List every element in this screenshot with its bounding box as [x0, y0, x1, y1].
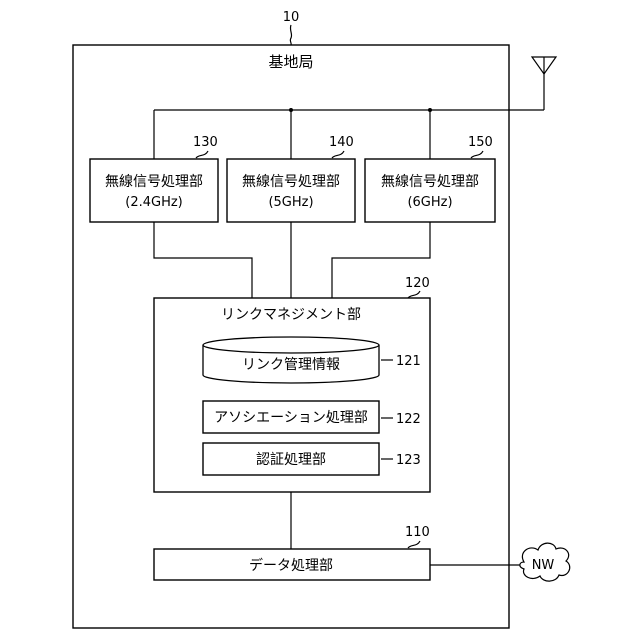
- radio-5ghz-title: 無線信号処理部: [242, 174, 340, 190]
- radio-6ghz-band: (6GHz): [407, 195, 452, 210]
- ref-110: 110: [405, 525, 430, 540]
- ref-122: 122: [396, 412, 421, 427]
- base-station-label: 基地局: [268, 53, 313, 71]
- link-info-label: リンク管理情報: [242, 357, 340, 373]
- radio-2-4ghz-band: (2.4GHz): [125, 195, 183, 210]
- ref-150: 150: [468, 135, 493, 150]
- ref-130: 130: [193, 135, 218, 150]
- ref-123: 123: [396, 453, 421, 468]
- network-label: NW: [532, 558, 555, 573]
- radio-6ghz-title: 無線信号処理部: [381, 174, 479, 190]
- leader-10: [290, 25, 291, 45]
- radio-2-4ghz-title: 無線信号処理部: [105, 174, 203, 190]
- ref-121: 121: [396, 354, 421, 369]
- radio-unit-6ghz: 無線信号処理部 (6GHz): [365, 159, 495, 222]
- ref-10: 10: [283, 10, 300, 25]
- data-processing-label: データ処理部: [249, 557, 333, 574]
- radio-unit-2-4ghz: 無線信号処理部 (2.4GHz): [90, 159, 218, 222]
- link-management-label: リンクマネジメント部: [221, 307, 361, 323]
- radio-unit-5ghz: 無線信号処理部 (5GHz): [227, 159, 355, 222]
- association-label: アソシエーション処理部: [214, 410, 368, 426]
- antenna-icon: [532, 57, 556, 110]
- ref-140: 140: [329, 135, 354, 150]
- radio-5ghz-band: (5GHz): [268, 195, 313, 210]
- ref-120: 120: [405, 276, 430, 291]
- authentication-label: 認証処理部: [256, 452, 326, 468]
